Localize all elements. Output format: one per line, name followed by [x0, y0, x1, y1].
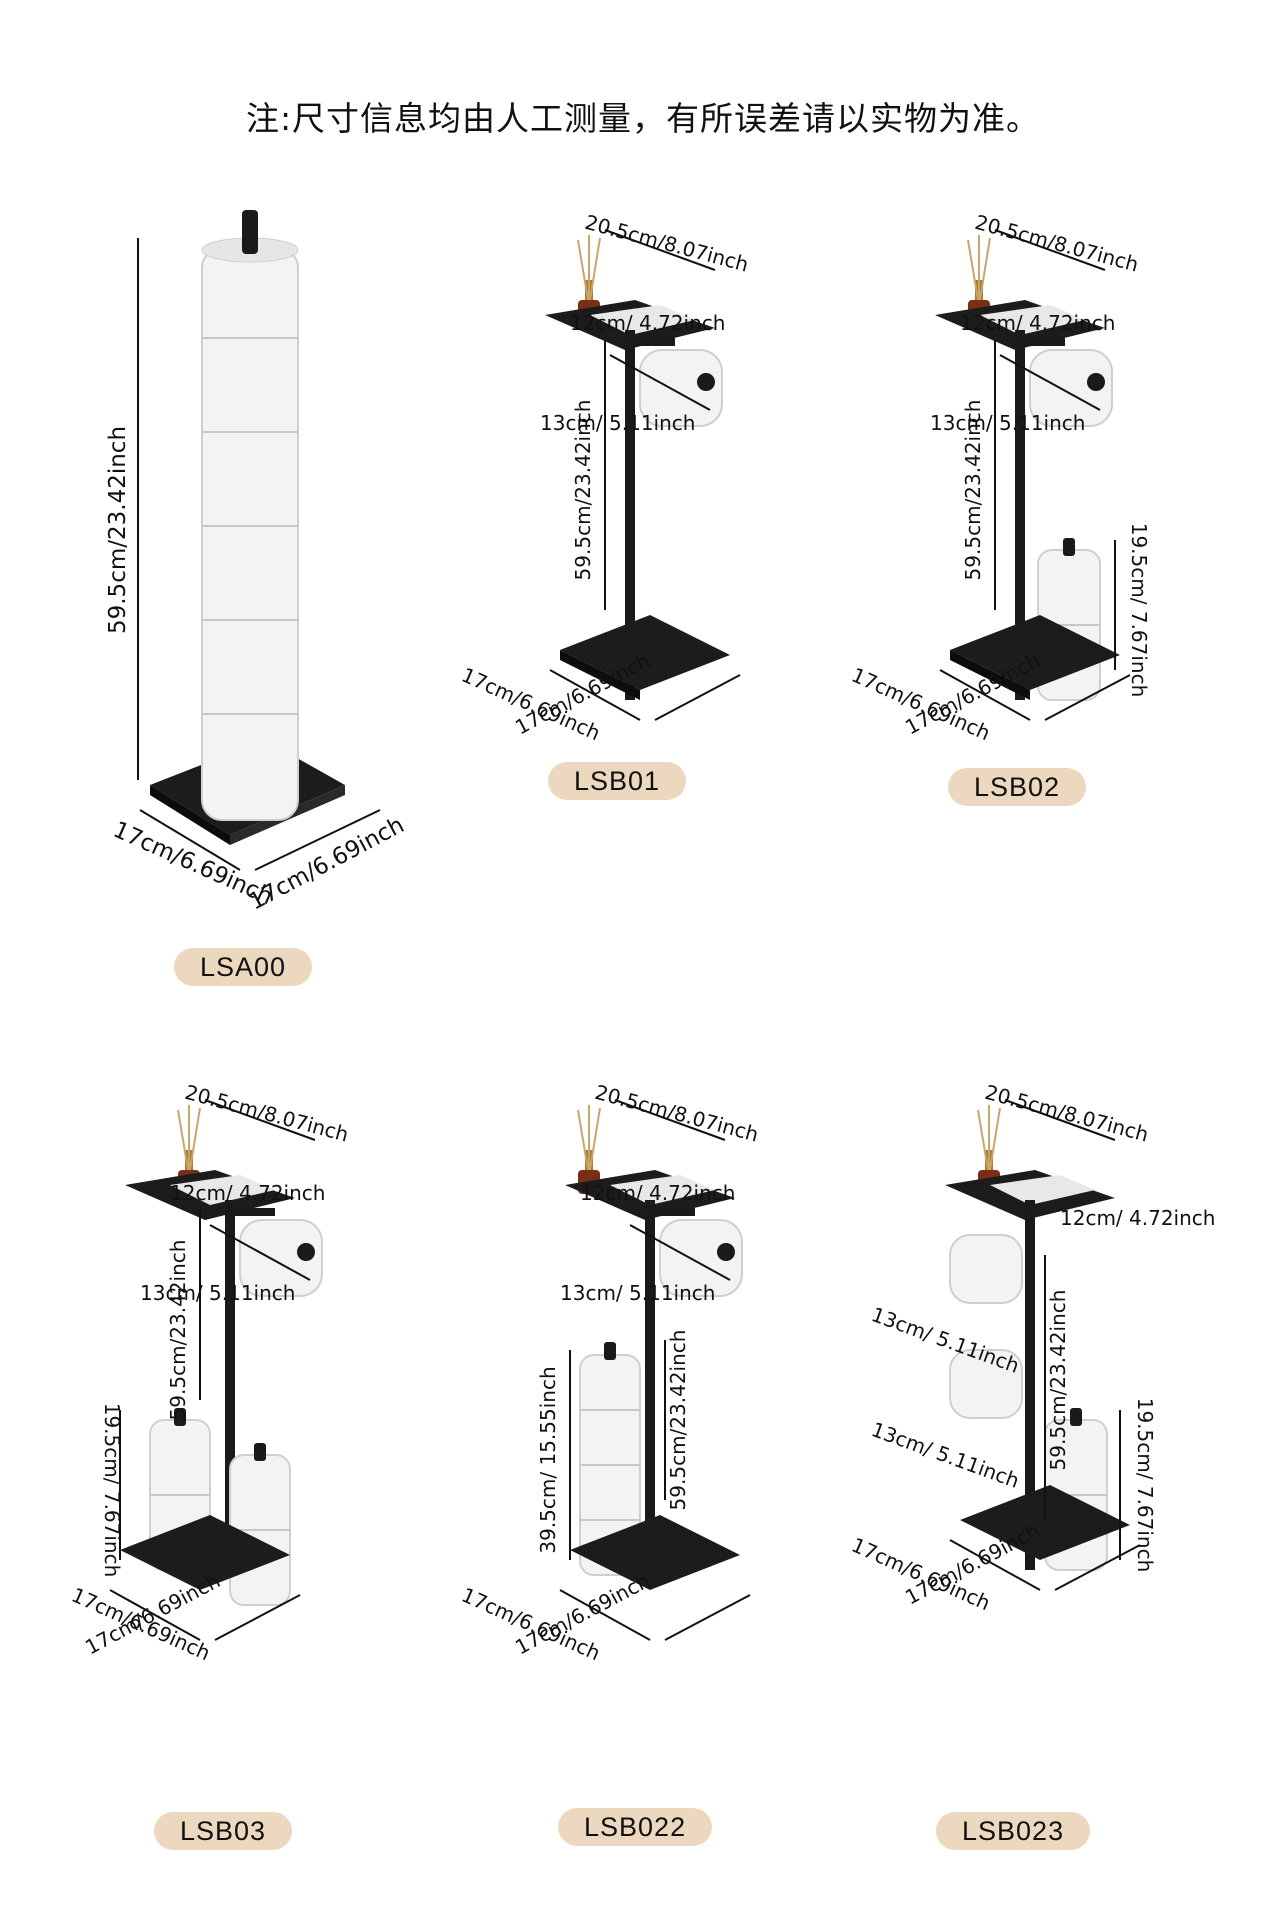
- svg-text:39.5cm/ 15.55inch: 39.5cm/ 15.55inch: [536, 1366, 560, 1553]
- svg-text:19.5cm/ 7.67inch: 19.5cm/ 7.67inch: [1127, 523, 1151, 698]
- stand-base: [120, 1515, 290, 1590]
- svg-text:20.5cm/8.07inch: 20.5cm/8.07inch: [182, 1080, 351, 1147]
- svg-text:13cm/ 5.11inch: 13cm/ 5.11inch: [868, 1302, 1022, 1378]
- svg-text:13cm/ 5.11inch: 13cm/ 5.11inch: [868, 1417, 1022, 1493]
- paper-roll-upper: [949, 1234, 1023, 1304]
- paper-roll: [239, 1219, 323, 1297]
- svg-text:20.5cm/8.07inch: 20.5cm/8.07inch: [582, 210, 751, 277]
- svg-text:12cm/ 4.72inch: 12cm/ 4.72inch: [1060, 1206, 1215, 1230]
- product-panel-lsb01: 20.5cm/8.07inch 12cm/ 4.72inch 13cm/ 5.1…: [458, 210, 880, 1030]
- product-illustration-lsa00: 59.5cm/23.42inch 17cm/6.69inch 17cm/6.69…: [105, 210, 409, 916]
- model-badge: LSB022: [558, 1808, 713, 1846]
- product-illustration-lsb01: 20.5cm/8.07inch 12cm/ 4.72inch 13cm/ 5.1…: [458, 210, 751, 745]
- svg-text:13cm/ 5.11inch: 13cm/ 5.11inch: [560, 1281, 715, 1305]
- product-panel-lsa00: 59.5cm/23.42inch 17cm/6.69inch 17cm/6.69…: [80, 210, 490, 1030]
- svg-text:59.5cm/23.42inch: 59.5cm/23.42inch: [1046, 1290, 1070, 1471]
- paper-roll-stack: [201, 247, 299, 821]
- stand-pole: [625, 330, 635, 700]
- model-badge: LSB01: [548, 762, 687, 800]
- paper-roll: [639, 349, 723, 427]
- phone-icon: [980, 305, 1085, 335]
- phone-icon: [610, 1175, 715, 1205]
- stand-pole: [225, 1200, 235, 1570]
- svg-text:20.5cm/8.07inch: 20.5cm/8.07inch: [592, 1080, 761, 1147]
- svg-text:20.5cm/8.07inch: 20.5cm/8.07inch: [972, 210, 1141, 277]
- phone-icon: [170, 1175, 275, 1205]
- svg-text:12cm/ 4.72inch: 12cm/ 4.72inch: [580, 1181, 735, 1205]
- svg-text:59.5cm/23.42inch: 59.5cm/23.42inch: [961, 400, 985, 581]
- svg-text:13cm/ 5.11inch: 13cm/ 5.11inch: [140, 1281, 295, 1305]
- svg-text:12cm/ 4.72inch: 12cm/ 4.72inch: [960, 311, 1115, 335]
- measurement-note: 注:尺寸信息均由人工测量，有所误差请以实物为准。: [245, 99, 1041, 138]
- stand-pole: [1025, 1200, 1035, 1570]
- paper-roll: [1029, 349, 1113, 427]
- svg-text:13cm/ 5.11inch: 13cm/ 5.11inch: [540, 411, 695, 435]
- model-badge: LSB02: [948, 768, 1087, 806]
- product-illustration-lsb02: 20.5cm/8.07inch 12cm/ 4.72inch 13cm/ 5.1…: [848, 210, 1151, 745]
- svg-text:19.5cm/ 7.67inch: 19.5cm/ 7.67inch: [1133, 1398, 1157, 1573]
- stand-base: [960, 1485, 1130, 1560]
- model-badge: LSA00: [174, 948, 313, 986]
- product-panel-lsb03: 20.5cm/8.07inch 12cm/ 4.72inch 13cm/ 5.1…: [68, 1080, 490, 1900]
- product-panel-lsb02: 20.5cm/8.07inch 12cm/ 4.72inch 13cm/ 5.1…: [848, 210, 1280, 1030]
- svg-text:13cm/ 5.11inch: 13cm/ 5.11inch: [930, 411, 1085, 435]
- model-badge: LSB023: [936, 1812, 1091, 1850]
- phone-icon: [990, 1175, 1095, 1205]
- model-badge: LSB03: [154, 1812, 293, 1850]
- height-label: 59.5cm/23.42inch: [105, 426, 131, 634]
- svg-text:59.5cm/23.42inch: 59.5cm/23.42inch: [166, 1240, 190, 1421]
- phone-icon: [590, 305, 695, 335]
- product-illustration-lsb03: 20.5cm/8.07inch 12cm/ 4.72inch 13cm/ 5.1…: [68, 1080, 351, 1665]
- product-panel-lsb022: 20.5cm/8.07inch 12cm/ 4.72inch 13cm/ 5.1…: [458, 1080, 880, 1900]
- top-finial: [242, 210, 258, 254]
- paper-roll: [659, 1219, 743, 1297]
- svg-text:12cm/ 4.72inch: 12cm/ 4.72inch: [170, 1181, 325, 1205]
- product-illustration-lsb023: 20.5cm/8.07inch 12cm/ 4.72inch 13cm/ 5.1…: [848, 1080, 1216, 1615]
- stand-pole: [1015, 330, 1025, 700]
- svg-text:59.5cm/23.42inch: 59.5cm/23.42inch: [571, 400, 595, 581]
- stand-base: [570, 1515, 740, 1590]
- svg-text:12cm/ 4.72inch: 12cm/ 4.72inch: [570, 311, 725, 335]
- svg-text:19.5cm/ 7.67inch: 19.5cm/ 7.67inch: [100, 1403, 124, 1578]
- product-illustration-lsb022: 20.5cm/8.07inch 12cm/ 4.72inch 13cm/ 5.1…: [458, 1080, 761, 1665]
- product-panel-lsb023: 20.5cm/8.07inch 12cm/ 4.72inch 13cm/ 5.1…: [848, 1080, 1280, 1900]
- svg-text:59.5cm/23.42inch: 59.5cm/23.42inch: [666, 1330, 690, 1511]
- paper-roll-lower: [949, 1349, 1023, 1419]
- stand-pole: [645, 1200, 655, 1570]
- svg-text:20.5cm/8.07inch: 20.5cm/8.07inch: [982, 1080, 1151, 1147]
